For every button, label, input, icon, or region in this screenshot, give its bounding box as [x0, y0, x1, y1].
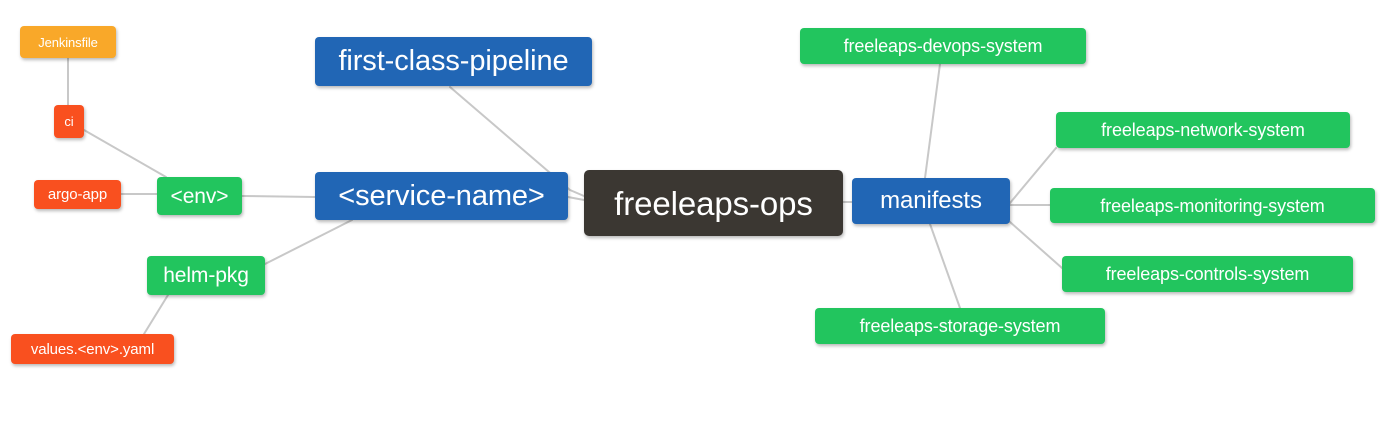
node-controls[interactable]: freeleaps-controls-system [1062, 256, 1353, 292]
node-label: <service-name> [338, 179, 545, 212]
edge-env-to-ci [83, 129, 167, 178]
node-label: freeleaps-controls-system [1105, 264, 1310, 284]
node-service[interactable]: <service-name> [315, 172, 568, 220]
edge-manifests-to-storage [929, 223, 961, 309]
node-label: argo-app [47, 186, 108, 203]
edge-manifests-to-controls [1009, 221, 1063, 269]
node-network[interactable]: freeleaps-network-system [1056, 112, 1350, 148]
edge-service-to-helm [264, 219, 353, 265]
edge-service-to-env [241, 195, 316, 198]
node-root[interactable]: freeleaps-ops [584, 170, 843, 236]
node-monitoring[interactable]: freeleaps-monitoring-system [1050, 188, 1375, 223]
node-label: <env> [170, 184, 229, 208]
node-label: ci [64, 114, 74, 129]
edge-helm-to-values [143, 294, 169, 335]
node-env[interactable]: <env> [157, 177, 242, 215]
node-label: freeleaps-storage-system [859, 316, 1061, 336]
node-argo[interactable]: argo-app [34, 180, 121, 209]
node-jenkins[interactable]: Jenkinsfile [20, 26, 116, 58]
node-label: first-class-pipeline [338, 45, 569, 77]
node-devops[interactable]: freeleaps-devops-system [800, 28, 1086, 64]
node-label: manifests [880, 187, 982, 214]
node-storage[interactable]: freeleaps-storage-system [815, 308, 1105, 344]
edge-root-to-service [567, 196, 585, 201]
node-label: Jenkinsfile [38, 34, 98, 50]
node-label: values.<env>.yaml [30, 340, 155, 358]
node-label: freeleaps-monitoring-system [1100, 195, 1325, 216]
node-label: freeleaps-network-system [1101, 120, 1305, 140]
node-pipeline[interactable]: first-class-pipeline [315, 37, 592, 86]
node-ci[interactable]: ci [54, 105, 84, 138]
node-label: freeleaps-devops-system [843, 36, 1043, 56]
edge-manifests-to-devops [924, 63, 941, 179]
node-manifests[interactable]: manifests [852, 178, 1010, 224]
node-values[interactable]: values.<env>.yaml [11, 334, 174, 364]
node-label: helm-pkg [163, 264, 249, 287]
node-label: freeleaps-ops [614, 184, 813, 222]
node-helm[interactable]: helm-pkg [147, 256, 265, 295]
